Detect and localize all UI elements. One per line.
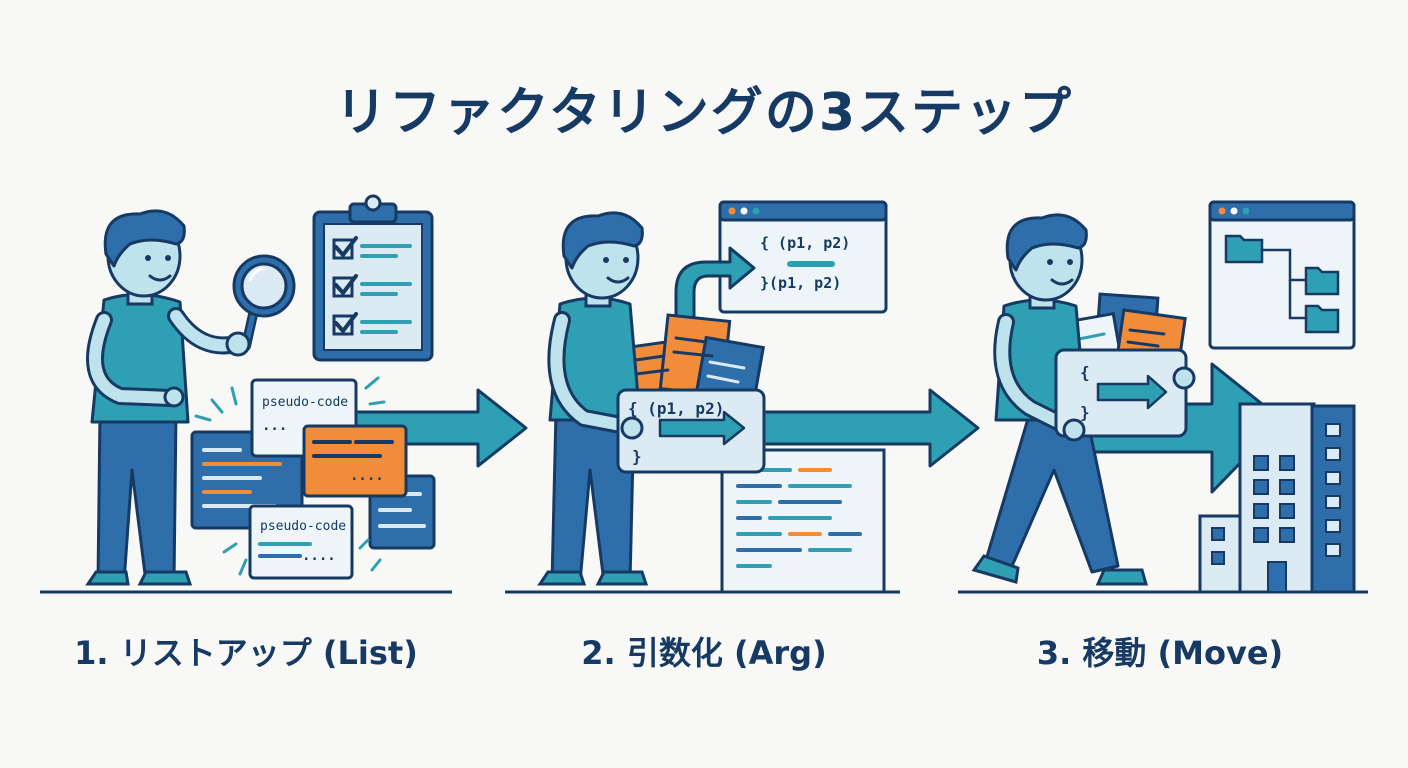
box3-brace-close: } xyxy=(1080,403,1090,422)
sparkle-marks xyxy=(194,376,386,576)
folder-icon-child-2 xyxy=(1304,304,1340,334)
folder-icon-child-1 xyxy=(1304,266,1340,296)
page-title: リファクタリングの3ステップ xyxy=(334,83,1074,143)
pseudo-code-dots-top: ... xyxy=(262,418,287,434)
code-window: { (p1, p2) }(p1, p2) xyxy=(718,200,888,314)
flow-arrow-2 xyxy=(758,388,980,468)
step-1-illustration: pseudo-code ... .... pseudo-code .... xyxy=(85,194,528,586)
person-2 xyxy=(537,211,649,586)
clipboard-icon xyxy=(312,194,434,362)
step-3-label: 3. 移動 (Move) xyxy=(1036,634,1284,672)
pseudo-code-dots-bottom: .... xyxy=(302,548,336,564)
pseudo-code-label-bottom: pseudo-code xyxy=(260,519,346,534)
step-1-label: 1. リストアップ (List) xyxy=(74,634,418,672)
step-2-label: 2. 引数化 (Arg) xyxy=(581,634,827,672)
pseudo-code-label-top: pseudo-code xyxy=(262,395,348,410)
step-3-illustration: { } xyxy=(971,200,1356,594)
parameter-box: { (p1, p2) } xyxy=(616,388,766,474)
magnifier-icon xyxy=(232,254,296,351)
window-code-line-2: }(p1, p2) xyxy=(760,274,841,292)
curved-arrow-up xyxy=(674,246,756,332)
box-brace-open: { (p1, p2) xyxy=(628,399,724,418)
box3-brace-open: { xyxy=(1080,363,1090,382)
window-code-line-1: { (p1, p2) xyxy=(760,234,850,252)
buildings xyxy=(1198,402,1356,594)
person-1 xyxy=(85,209,296,586)
code-sheet xyxy=(720,448,886,594)
step-2-illustration: { (p1, p2) }(p1, p2) xyxy=(537,200,980,594)
code-cards-pile: pseudo-code ... .... pseudo-code .... xyxy=(190,376,436,580)
carry-box: { } xyxy=(1054,348,1196,442)
code-card-orange xyxy=(302,424,408,498)
folder-window xyxy=(1208,200,1356,350)
code-dots-orange: .... xyxy=(350,468,384,484)
box-brace-close: } xyxy=(632,447,642,466)
folder-icon-root xyxy=(1224,234,1264,264)
